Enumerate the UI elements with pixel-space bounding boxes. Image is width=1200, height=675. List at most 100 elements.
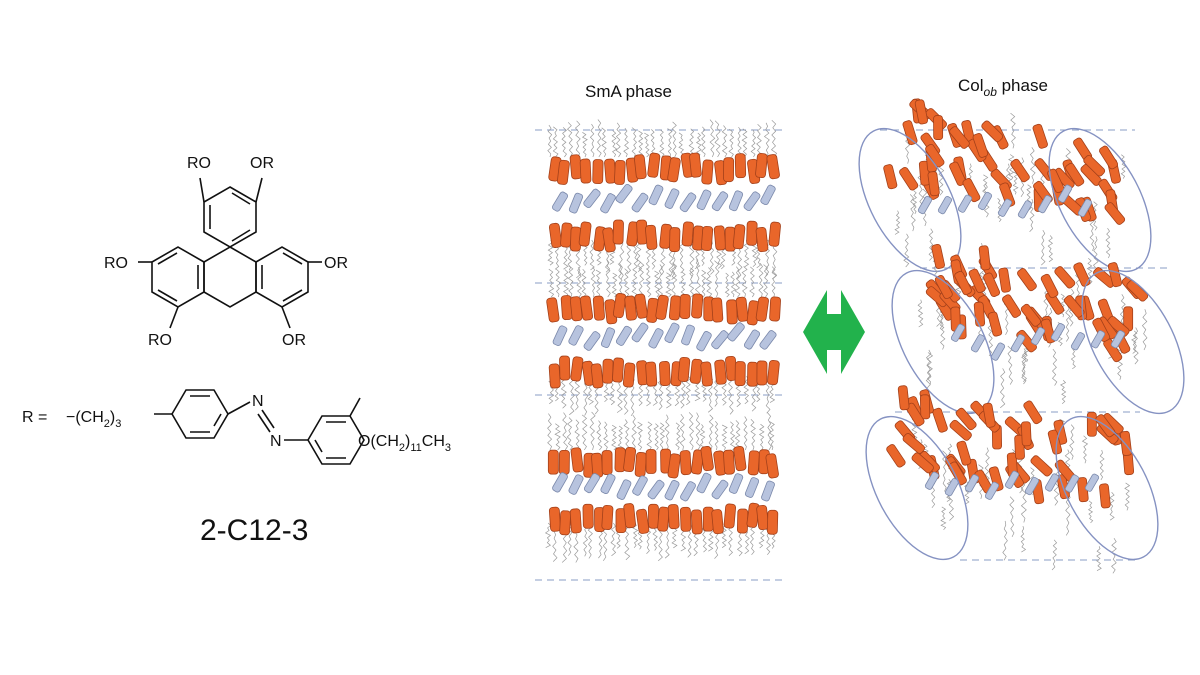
alkyl-chain bbox=[595, 269, 602, 298]
azobenzene-mesogen bbox=[655, 294, 669, 320]
azobenzene-mesogen bbox=[766, 154, 780, 180]
triphenylene-core bbox=[647, 479, 665, 500]
azobenzene-mesogen bbox=[919, 394, 931, 420]
alkyl-chain bbox=[581, 132, 588, 158]
alkyl-chain bbox=[657, 375, 664, 410]
azobenzene-mesogen bbox=[634, 293, 648, 319]
azobenzene-mesogen bbox=[911, 452, 934, 474]
azobenzene-mesogen bbox=[546, 297, 560, 323]
azobenzene-mesogen bbox=[1104, 202, 1126, 225]
azobenzene-mesogen bbox=[902, 120, 918, 146]
azobenzene-mesogen bbox=[968, 268, 986, 294]
triphenylene-core bbox=[615, 325, 633, 346]
alkyl-chain bbox=[562, 412, 569, 451]
alkyl-chain bbox=[567, 265, 574, 298]
propyl-linker-sub-2: 2 bbox=[104, 418, 110, 430]
triphenylene-core bbox=[552, 325, 568, 346]
triphenylene-core bbox=[1057, 184, 1073, 203]
azobenzene-mesogen bbox=[713, 225, 727, 251]
azobenzene-mesogen bbox=[1126, 279, 1149, 302]
triphenylene-core bbox=[1017, 200, 1033, 219]
triphenylene-core bbox=[696, 472, 712, 494]
azobenzene-mesogen bbox=[689, 358, 703, 384]
azobenzene-mesogen bbox=[634, 452, 647, 478]
triphenylene-core bbox=[937, 196, 953, 215]
alkyl-chain bbox=[689, 239, 695, 279]
alkyl-chain bbox=[758, 263, 764, 298]
column-end-ellipse bbox=[1055, 415, 1159, 561]
alkyl-chain bbox=[560, 375, 567, 409]
azobenzene-mesogen bbox=[623, 446, 637, 473]
dodecyloxy-tail-end: CH bbox=[422, 433, 445, 450]
azobenzene-mesogen bbox=[948, 461, 967, 486]
substituent-top-left: RO bbox=[187, 155, 211, 172]
alkyl-chain bbox=[964, 481, 970, 505]
alkyl-chain bbox=[734, 420, 741, 451]
alkyl-chain bbox=[574, 419, 580, 451]
triphenylene-structure bbox=[138, 177, 322, 329]
alkyl-chain bbox=[721, 424, 728, 451]
triphenylene-core bbox=[1064, 474, 1080, 493]
alkyl-chain bbox=[714, 420, 719, 451]
alkyl-chain bbox=[942, 450, 948, 492]
azobenzene-mesogen bbox=[899, 166, 919, 191]
azobenzene-mesogen bbox=[624, 295, 637, 321]
azobenzene-mesogen bbox=[612, 219, 624, 245]
azobenzene-mesogen bbox=[667, 453, 681, 479]
triphenylene-core bbox=[648, 184, 664, 206]
azobenzene-mesogen bbox=[746, 220, 758, 246]
sma-phase-illustration bbox=[535, 119, 785, 581]
azobenzene-mesogen bbox=[1020, 421, 1032, 447]
azobenzene-mesogen bbox=[711, 297, 724, 323]
triphenylene-core bbox=[1110, 330, 1126, 349]
triphenylene-core bbox=[631, 192, 649, 213]
azobenzene-mesogen bbox=[648, 503, 659, 529]
alkyl-chain bbox=[678, 132, 685, 158]
triphenylene-core bbox=[990, 342, 1006, 361]
alkyl-chain bbox=[561, 127, 567, 158]
alkyl-chain bbox=[721, 522, 728, 548]
triphenylene-core bbox=[600, 473, 616, 495]
alkyl-chain bbox=[589, 239, 595, 271]
azobenzene-mesogen bbox=[1002, 294, 1022, 318]
triphenylene-core bbox=[984, 481, 1000, 500]
alkyl-chain bbox=[694, 259, 701, 298]
alkyl-chain bbox=[1020, 526, 1027, 553]
azobenzene-mesogen bbox=[756, 360, 768, 386]
alkyl-chain bbox=[1105, 228, 1111, 259]
azobenzene-mesogen bbox=[548, 506, 561, 532]
alkyl-chain bbox=[589, 411, 596, 451]
alkyl-chain bbox=[925, 349, 932, 389]
azobenzene-mesogen bbox=[612, 292, 627, 319]
triphenylene-core bbox=[1004, 470, 1020, 489]
azobenzene-mesogen bbox=[954, 270, 972, 296]
alkyl-chain bbox=[1010, 112, 1016, 149]
azobenzene-mesogen bbox=[988, 466, 1004, 492]
alkyl-chain bbox=[912, 190, 918, 215]
propyl-linker-close: ) bbox=[110, 409, 115, 426]
colob-title-sub: ob bbox=[984, 85, 998, 99]
alkyl-chain bbox=[1052, 348, 1058, 386]
azobenzene-mesogen bbox=[962, 178, 981, 203]
colob-phase-illustration bbox=[858, 98, 1185, 574]
triphenylene-core bbox=[970, 334, 986, 353]
alkyl-chain bbox=[547, 239, 554, 266]
alkyl-chain bbox=[701, 269, 707, 298]
alkyl-chain bbox=[1141, 309, 1148, 351]
azobenzene-mesogen bbox=[1047, 429, 1063, 455]
alkyl-chain bbox=[657, 264, 663, 298]
alkyl-chain bbox=[1089, 217, 1095, 251]
triphenylene-core bbox=[1010, 334, 1026, 353]
azobenzene-mesogen bbox=[622, 362, 636, 388]
azobenzene-mesogen bbox=[612, 357, 624, 383]
alkyl-chain bbox=[554, 423, 561, 451]
azobenzene-mesogen bbox=[767, 360, 780, 386]
azo-nitrogen-1: N bbox=[252, 393, 264, 410]
azobenzene-mesogen bbox=[732, 224, 746, 250]
dodecyloxy-tail-sub-3: 3 bbox=[445, 442, 451, 454]
alkyl-chain bbox=[590, 266, 596, 298]
r-group-definition: R = −(CH2)3 N N O(CH2)11CH3 bbox=[22, 389, 451, 465]
alkyl-chain bbox=[576, 267, 583, 298]
azobenzene-mesogen bbox=[755, 296, 769, 322]
azobenzene-mesogen bbox=[701, 159, 714, 185]
